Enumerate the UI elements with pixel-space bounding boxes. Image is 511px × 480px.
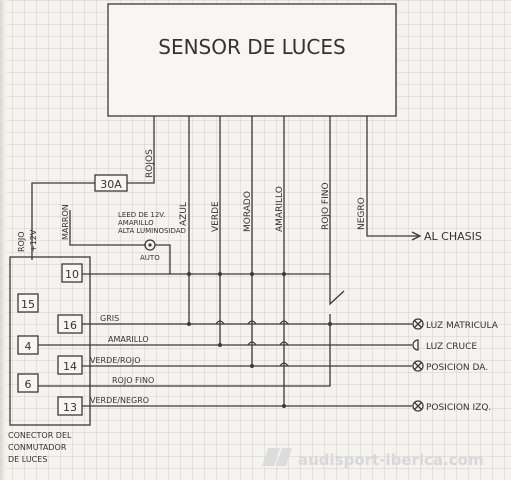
wire-crossing (247, 341, 257, 346)
pin-6 (17, 373, 39, 393)
lamp-posicion-da-icon (412, 360, 424, 372)
wire-crossing (247, 320, 257, 325)
label-luz-matricula: LUZ MATRICULA (426, 321, 499, 331)
label-posicion-da: POSICION DA. (426, 363, 488, 373)
label-luz-cruce: LUZ CRUCE (426, 342, 477, 352)
lamp-posicion-izq-icon (412, 400, 424, 412)
label-posicion-izq: POSICION IZQ. (426, 403, 491, 413)
wire-crossing (279, 341, 289, 346)
junction (282, 404, 286, 408)
pin-16-label: 16 (63, 319, 77, 332)
pin-14-label: 14 (63, 360, 77, 373)
label-morado: MORADO (243, 191, 253, 232)
label-12v: +12V (29, 229, 38, 252)
connector-caption-1: CONECTOR DEL (8, 431, 72, 440)
label-rojo-fino-h: ROJO FINO (112, 376, 154, 385)
junction (187, 272, 191, 276)
arrow-chasis (411, 231, 422, 241)
junction (250, 364, 254, 368)
wire-rojos (127, 116, 155, 184)
wire-led-to-bus (155, 244, 171, 274)
junction (218, 343, 222, 347)
pin-15-label: 15 (21, 298, 35, 311)
wire-crossing (215, 320, 225, 325)
pin-4-label: 4 (25, 340, 32, 353)
sensor-box (107, 3, 397, 117)
wire-rojo-12v (31, 182, 95, 260)
pin-10 (61, 263, 83, 283)
label-auto: AUTO (140, 254, 160, 262)
label-verde-negro: VERDE/NEGRO (90, 396, 149, 405)
connector-box (9, 256, 91, 426)
wire-crossing (279, 320, 289, 325)
lamp-cruce-icon (412, 339, 419, 351)
paper-edge (0, 0, 6, 480)
wire-marron (69, 210, 146, 246)
fuse-label: 30A (100, 178, 122, 191)
watermark-logo-icon (262, 448, 280, 466)
connector-caption-3: DE LUCES (8, 455, 47, 464)
junction (218, 272, 222, 276)
sensor-title: SENSOR DE LUCES (158, 35, 345, 59)
label-marron: MARRON (61, 204, 70, 240)
label-rojo: ROJO (17, 231, 26, 252)
watermark-text: audisport-iberica.com (298, 451, 484, 469)
label-al-chasis: AL CHASIS (424, 230, 482, 243)
connector-caption-2: CONMUTADOR (8, 443, 67, 452)
label-gris: GRIS (100, 314, 119, 323)
label-azul: AZUL (179, 202, 189, 226)
pin-6-label: 6 (25, 378, 32, 391)
label-rojo-fino-v: ROJO FINO (321, 182, 331, 230)
label-rojos: ROJOS (145, 149, 155, 178)
pin-13-label: 13 (63, 401, 77, 414)
label-verde-rojo: VERDE/ROJO (90, 356, 141, 365)
label-amarillo: AMARILLO (108, 335, 149, 344)
junction (250, 272, 254, 276)
led-note-line2: AMARILLO (118, 219, 154, 227)
wire-rojo-fino-out (38, 324, 331, 387)
pin-15 (17, 293, 39, 313)
watermark-logo-icon (276, 448, 292, 466)
wire-negro (366, 116, 418, 237)
lamp-cross (414, 320, 422, 328)
junction (282, 272, 286, 276)
label-verde: VERDE (211, 201, 221, 232)
lamp-cross (414, 362, 422, 370)
lamp-cross (414, 402, 422, 410)
wire-crossing (279, 362, 289, 367)
led-dot (148, 243, 152, 247)
led-note-line1: LEED DE 12V. (118, 211, 165, 219)
lamp-matricula-icon (412, 318, 424, 330)
junction (328, 322, 332, 326)
led-note-line3: ALTA LUMINOSIDAD (118, 227, 186, 235)
junction (187, 322, 191, 326)
label-amarillo-v: AMARILLO (275, 186, 285, 232)
label-negro: NEGRO (357, 197, 367, 230)
switch-rojo-fino (329, 290, 345, 306)
pin-14 (57, 355, 83, 375)
pin-10-label: 10 (65, 268, 79, 281)
